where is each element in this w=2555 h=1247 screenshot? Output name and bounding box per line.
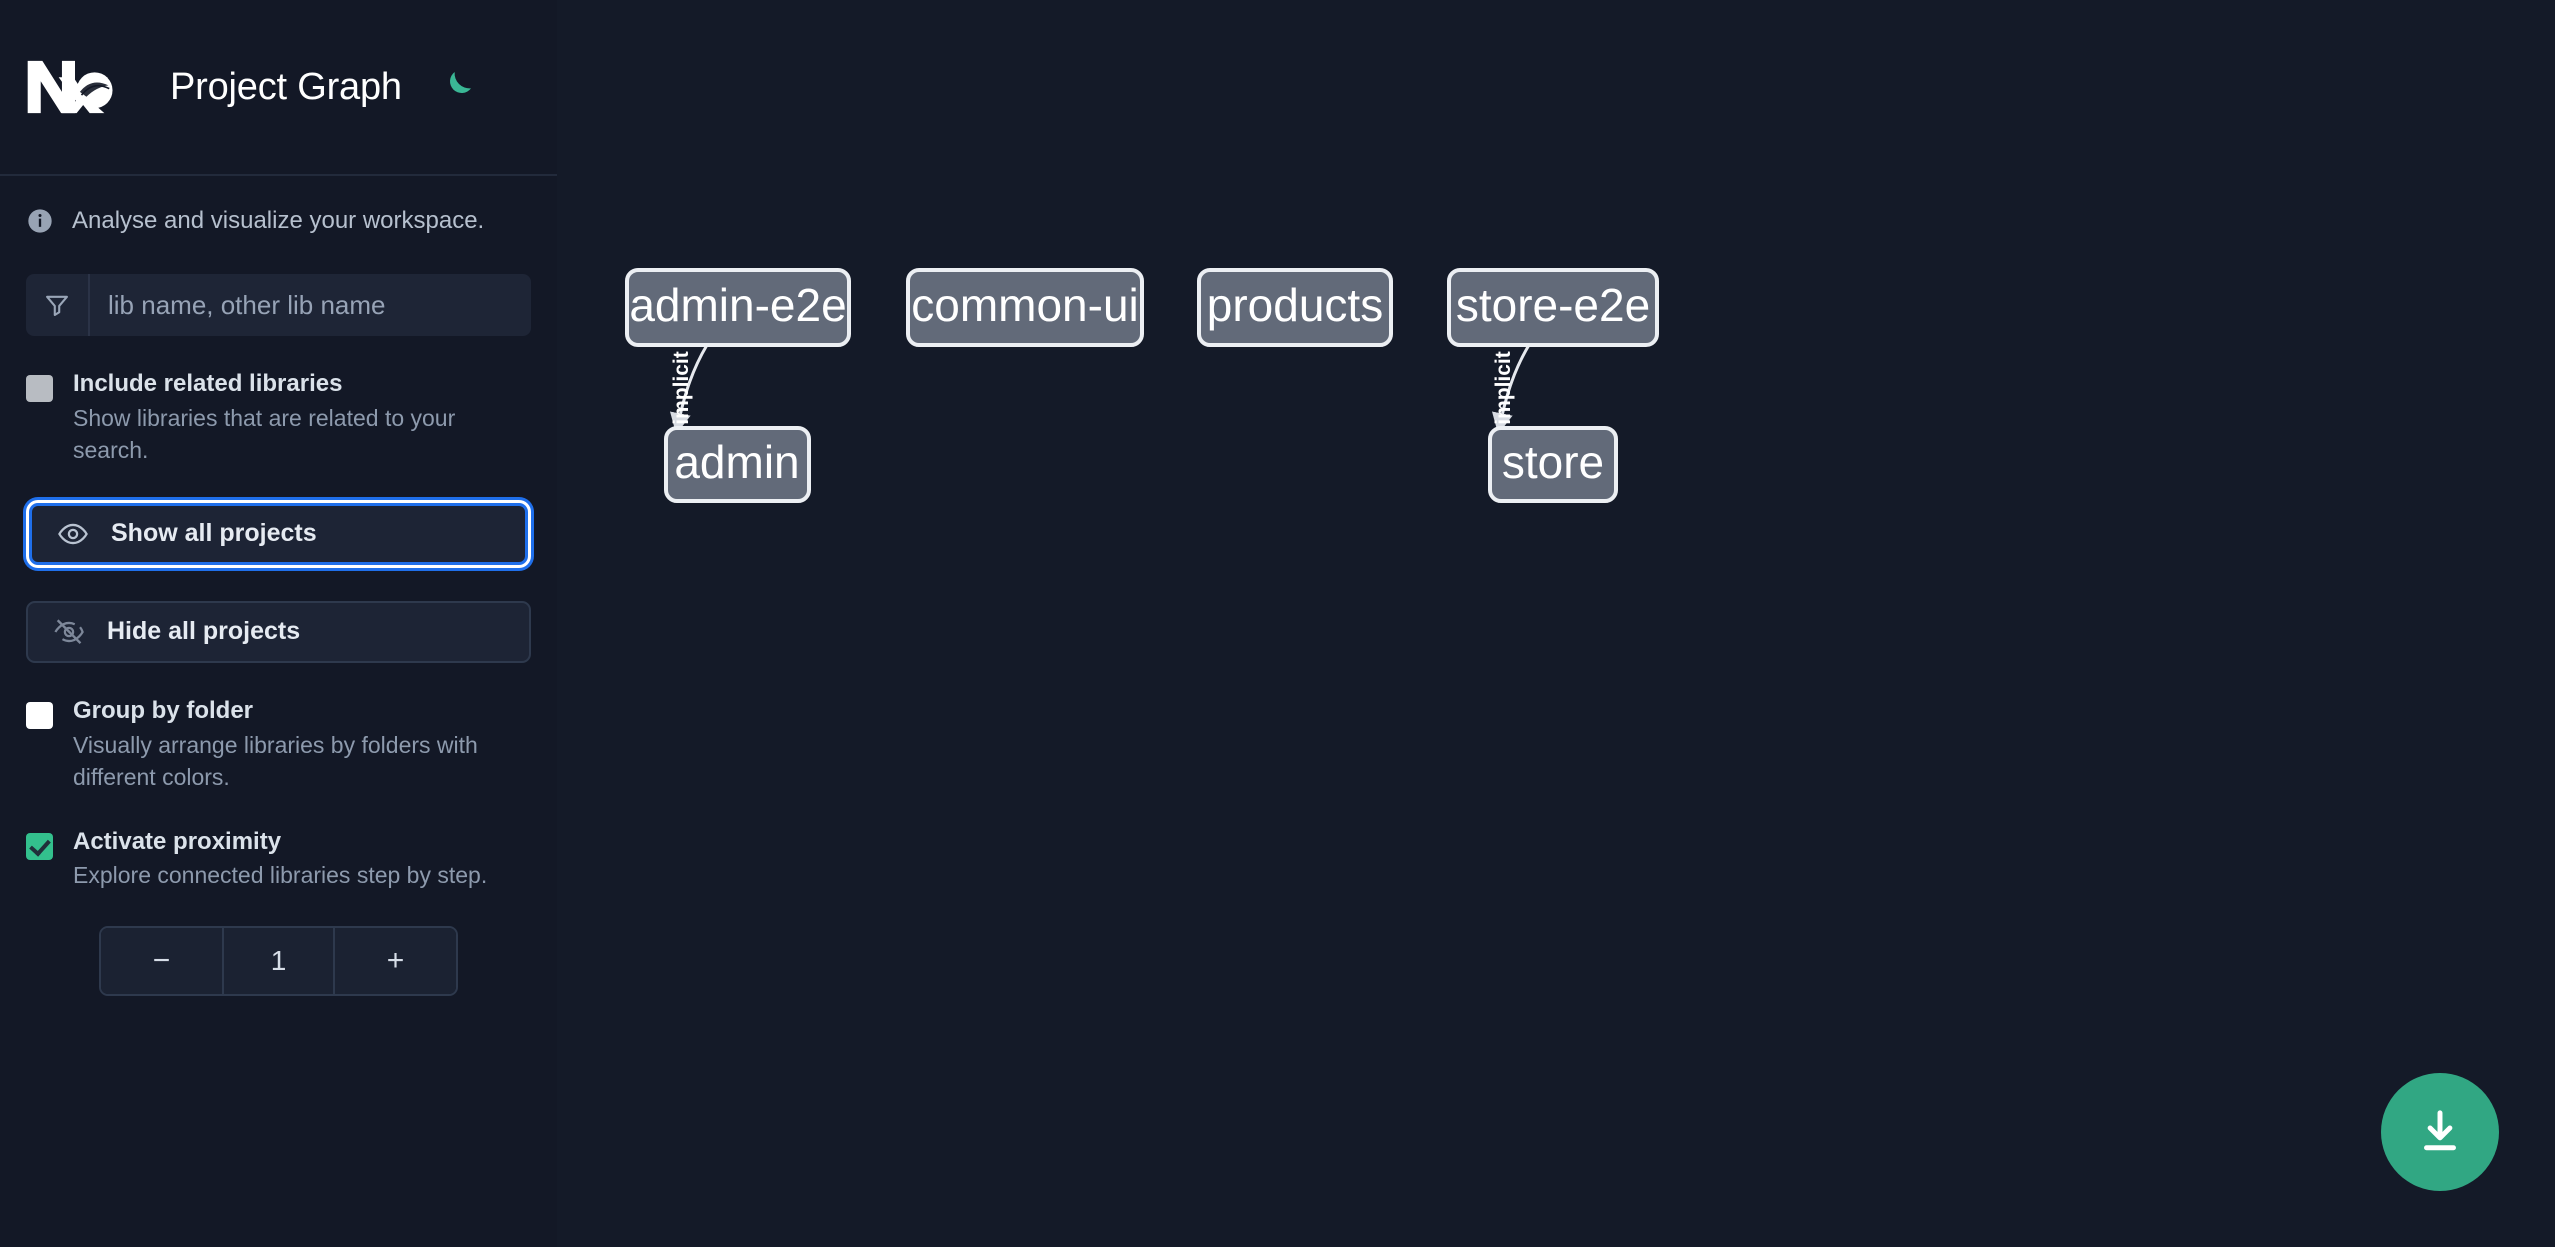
proximity-increment-button[interactable]: + xyxy=(333,928,456,995)
filter-search-box[interactable] xyxy=(26,274,531,336)
sidebar-header: Project Graph xyxy=(0,0,557,176)
option-activate-proximity[interactable]: Activate proximity Explore connected lib… xyxy=(26,828,531,892)
graph-canvas[interactable]: implicit implicit admin-e2e common-ui pr… xyxy=(557,0,2555,1247)
include-related-libraries-checkbox[interactable] xyxy=(26,375,53,402)
hide-all-projects-button[interactable]: Hide all projects xyxy=(26,600,531,663)
option-label: Activate proximity xyxy=(73,827,282,855)
graph-node-admin-e2e[interactable]: admin-e2e xyxy=(625,268,851,347)
graph-node-admin[interactable]: admin xyxy=(664,426,811,503)
graph-node-products[interactable]: products xyxy=(1197,268,1393,347)
download-icon xyxy=(2424,1110,2456,1151)
tagline: Analyse and visualize your workspace. xyxy=(26,176,531,234)
graph-node-store-e2e[interactable]: store-e2e xyxy=(1447,268,1659,347)
search-input[interactable] xyxy=(90,274,531,336)
nx-logo xyxy=(27,60,113,114)
node-label: admin-e2e xyxy=(629,279,846,331)
graph-node-common-ui[interactable]: common-ui xyxy=(906,268,1144,347)
theme-toggle-button[interactable] xyxy=(434,65,478,109)
edge-label: implicit xyxy=(1492,351,1515,425)
proximity-value: 1 xyxy=(224,928,333,995)
edge-label: implicit xyxy=(670,351,693,425)
node-label: store-e2e xyxy=(1456,279,1650,331)
download-graph-button[interactable] xyxy=(2381,1073,2499,1191)
proximity-stepper: − 1 + xyxy=(99,926,458,997)
option-description: Show libraries that are related to your … xyxy=(73,404,456,464)
node-label: common-ui xyxy=(911,279,1139,331)
node-label: store xyxy=(1502,436,1604,488)
node-label: admin xyxy=(674,436,799,488)
option-texts: Activate proximity Explore connected lib… xyxy=(73,828,487,892)
graph-edge-store-e2e-store[interactable]: implicit xyxy=(1491,344,1531,435)
moon-icon xyxy=(449,72,471,93)
option-group-by-folder[interactable]: Group by folder Visually arrange librari… xyxy=(26,697,531,794)
option-texts: Include related libraries Show libraries… xyxy=(73,370,528,467)
option-texts: Group by folder Visually arrange librari… xyxy=(73,697,528,794)
project-graph-svg: implicit implicit admin-e2e common-ui pr… xyxy=(625,268,1659,503)
show-all-projects-button[interactable]: Show all projects xyxy=(29,502,528,565)
eye-icon xyxy=(58,523,88,545)
option-include-related-libraries[interactable]: Include related libraries Show libraries… xyxy=(26,370,531,467)
sidebar: Project Graph Analyse and visualize your… xyxy=(0,0,557,1247)
option-description: Explore connected libraries step by step… xyxy=(73,862,488,889)
graph-edge-admin-e2e-admin[interactable]: implicit xyxy=(669,344,709,435)
info-icon xyxy=(28,209,52,233)
group-by-folder-checkbox[interactable] xyxy=(26,701,53,729)
page-title: Project Graph xyxy=(170,65,402,108)
activate-proximity-checkbox[interactable] xyxy=(26,832,53,860)
option-label: Group by folder xyxy=(73,696,253,724)
hide-all-projects-label: Hide all projects xyxy=(107,617,301,646)
show-all-projects-label: Show all projects xyxy=(111,519,317,548)
proximity-decrement-button[interactable]: − xyxy=(101,928,224,995)
node-label: products xyxy=(1207,279,1383,331)
option-label: Include related libraries xyxy=(73,370,343,397)
eye-off-icon xyxy=(54,619,84,644)
filter-funnel-icon xyxy=(26,274,90,336)
sidebar-body: Analyse and visualize your workspace. In… xyxy=(0,176,557,997)
tagline-text: Analyse and visualize your workspace. xyxy=(72,207,485,234)
graph-node-store[interactable]: store xyxy=(1488,426,1618,503)
option-description: Visually arrange libraries by folders wi… xyxy=(73,731,478,791)
